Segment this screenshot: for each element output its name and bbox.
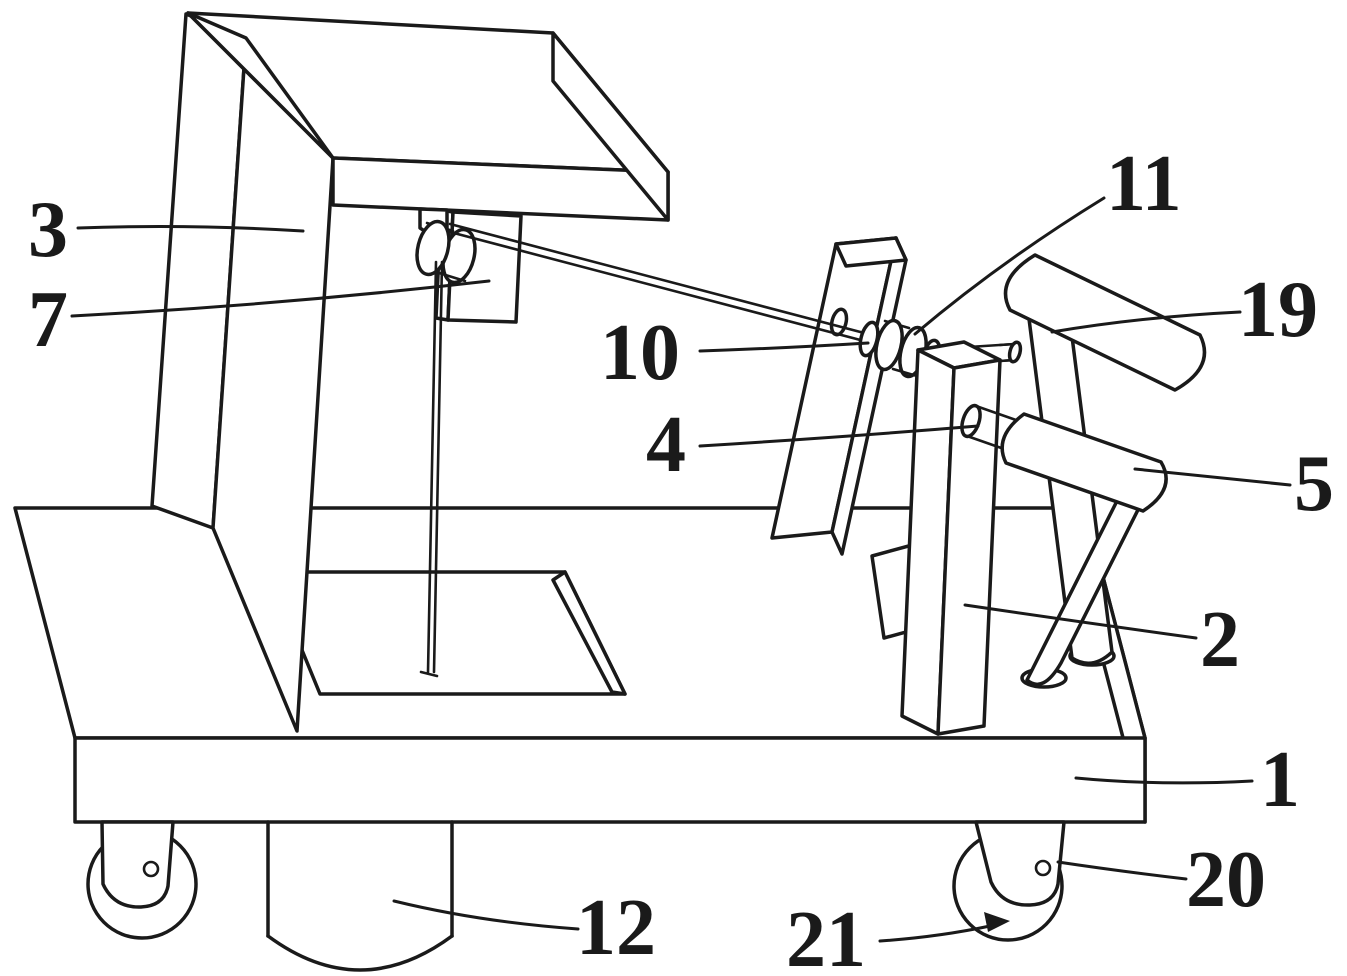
- leader-line-20: [1056, 860, 1188, 881]
- callout-5: 5: [1294, 440, 1334, 528]
- leader-line-19: [1050, 310, 1242, 334]
- hanging-rod-tip: [419, 670, 439, 678]
- leader-line-2: [963, 603, 1198, 640]
- leader-line-1: [1074, 776, 1254, 785]
- leader-line-21: [878, 924, 992, 943]
- callout-12: 12: [576, 884, 656, 972]
- coupler-drum-bottom: [891, 367, 919, 378]
- callout-20: 20: [1186, 836, 1266, 924]
- hanging-rod: [419, 260, 444, 678]
- caster-left: [86, 820, 198, 940]
- leader-line-10: [698, 341, 870, 353]
- top-plate-right-end-face: [551, 31, 670, 222]
- diagonal-rod-line-1: [448, 222, 870, 336]
- caster-right: [952, 820, 1066, 942]
- leader-arrowhead-21: [984, 912, 1010, 932]
- diagonal-rod: [448, 222, 870, 344]
- pivot-stub-cap: [960, 403, 982, 439]
- caster-left-fork: [100, 820, 175, 909]
- callout-1: 1: [1260, 736, 1300, 824]
- upright-panel: [150, 12, 335, 733]
- leader-line-3: [76, 225, 305, 233]
- leader-line-5: [1133, 467, 1292, 487]
- leader-line-11: [913, 196, 1106, 336]
- diagonal-rod-line-2: [448, 230, 870, 344]
- caster-left-axle-hole: [142, 860, 160, 878]
- right-upright-plate: [900, 340, 1002, 736]
- caster-right-axle-hole: [1034, 859, 1052, 877]
- base-opening-inner-wall: [551, 570, 627, 696]
- base-front-face: [73, 736, 1147, 824]
- leader-line-4: [698, 424, 980, 448]
- right-plate-right-face: [936, 358, 1002, 736]
- callouts: 3 7 10 4 11 19 5 2 1 20 21 12: [28, 140, 1334, 976]
- callout-3: 3: [28, 186, 68, 274]
- callout-11: 11: [1106, 140, 1182, 228]
- handle-frame: [1000, 253, 1207, 689]
- handle-top-bar: [1003, 253, 1207, 392]
- leader-line-12: [392, 899, 580, 931]
- callout-10: 10: [600, 309, 680, 397]
- pivot-stub-bottom: [965, 434, 1009, 452]
- top-plate-left-edge-face: [186, 11, 335, 160]
- spool-drum-bottom: [437, 271, 467, 283]
- shaft-stub: [998, 340, 1023, 364]
- guide-plate-top-face: [834, 236, 908, 268]
- callout-2: 2: [1200, 596, 1240, 684]
- caster-right-fork: [974, 820, 1066, 907]
- support-cylinder-12: [266, 820, 454, 972]
- shaft-stub-cap: [1007, 340, 1023, 364]
- pivot-stub: [960, 403, 1018, 452]
- callout-21: 21: [786, 896, 866, 976]
- callout-19: 19: [1238, 266, 1318, 354]
- callout-7: 7: [28, 276, 68, 364]
- cylinder-bottom-arc: [266, 934, 454, 972]
- leader-line-7: [70, 279, 491, 318]
- pivot-stub-top: [974, 404, 1018, 422]
- hanging-rod-line-1: [426, 260, 438, 674]
- callout-4: 4: [646, 401, 686, 489]
- hanging-rod-line-2: [432, 260, 444, 674]
- coupler-collar-left: [858, 320, 880, 358]
- top-plate: [186, 11, 670, 222]
